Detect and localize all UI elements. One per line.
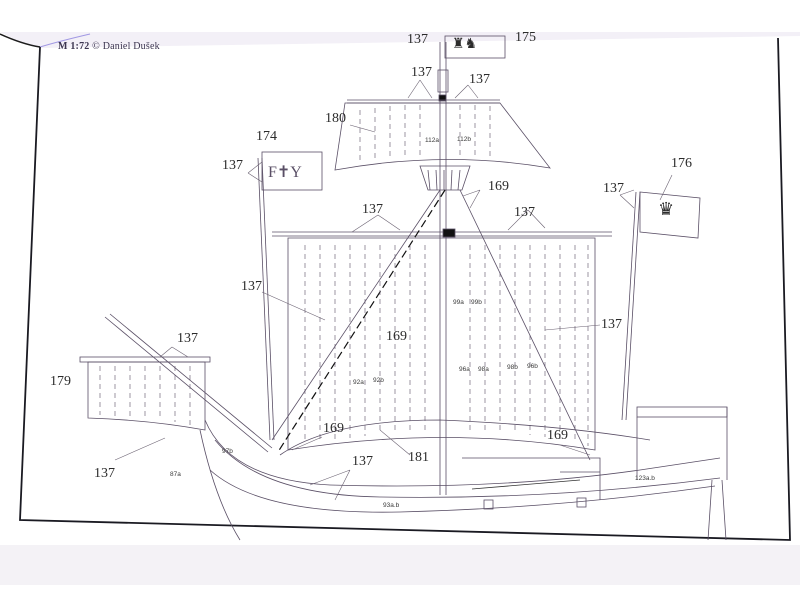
left-flag-monogram: F✝Y <box>268 164 302 181</box>
part-label-137: 137 <box>514 205 535 220</box>
rigging-label: 97b <box>222 448 233 455</box>
part-label-169: 169 <box>488 179 509 194</box>
part-label-176: 176 <box>671 156 692 171</box>
part-label-137: 137 <box>469 72 490 87</box>
part-label-137: 137 <box>241 279 262 294</box>
eagle-emblem-icon: ♛ <box>658 199 675 219</box>
rigging-label: 112a <box>425 137 439 144</box>
rigging-label: 87a <box>170 471 181 478</box>
part-label-180: 180 <box>325 111 346 126</box>
part-label-137: 137 <box>411 65 432 80</box>
rigging-label: 96b <box>527 363 538 370</box>
part-label-169: 169 <box>547 428 568 443</box>
scale-label: M 1:72 <box>58 41 90 52</box>
copyright-icon: © <box>92 41 100 52</box>
rigging-label: 96a <box>459 366 470 373</box>
part-label-181: 181 <box>408 450 429 465</box>
part-label-137: 137 <box>601 317 622 332</box>
part-label-174: 174 <box>256 129 277 144</box>
part-label-169: 169 <box>323 421 344 436</box>
part-label-137: 137 <box>362 202 383 217</box>
part-label-137: 137 <box>94 466 115 481</box>
rigging-label: 98a <box>478 366 489 373</box>
part-label-169: 169 <box>386 329 407 344</box>
rigging-label: 92a <box>353 379 364 386</box>
rigging-label: 99b <box>471 299 482 306</box>
part-label-175: 175 <box>515 30 536 45</box>
part-label-137: 137 <box>222 158 243 173</box>
part-label-137: 137 <box>352 454 373 469</box>
scale-and-author: M 1:72 © Daniel Dušek <box>58 41 160 52</box>
part-label-137: 137 <box>407 32 428 47</box>
rigging-label: 92b <box>373 377 384 384</box>
castle-lion-emblem-icon: ♜♞ <box>452 37 478 52</box>
rigging-label: 112b <box>457 136 471 143</box>
author-name: Daniel Dušek <box>102 41 160 52</box>
part-label-137: 137 <box>177 331 198 346</box>
part-label-137: 137 <box>603 181 624 196</box>
part-label-179: 179 <box>50 374 71 389</box>
rigging-label: 99a <box>453 299 464 306</box>
rigging-label: 123a.b <box>635 475 655 482</box>
rigging-label: 98b <box>507 364 518 371</box>
rigging-label: 93a.b <box>383 502 400 509</box>
